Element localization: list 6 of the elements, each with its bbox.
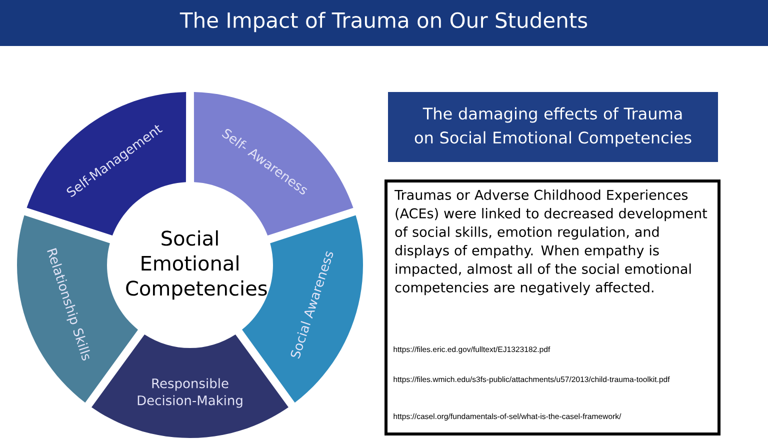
title-banner: The Impact of Trauma on Our Students [0,0,768,46]
text-panel [384,180,720,436]
paragraph: Traumas or Adverse Childhood Experiences (ACEs) were linked to decreased development of social skills, emotion regulation, and displays of empathy. When empathy is impacted, almost all of the social emotional competencies are negatively affected. [394,190,708,296]
center-circle: Social Emotional Competencies [110,185,270,345]
heading-box: The damaging effects of Trauma on Social Emotional Competencies [388,92,718,162]
segment-label: Responsible Decision-Making [138,378,242,408]
